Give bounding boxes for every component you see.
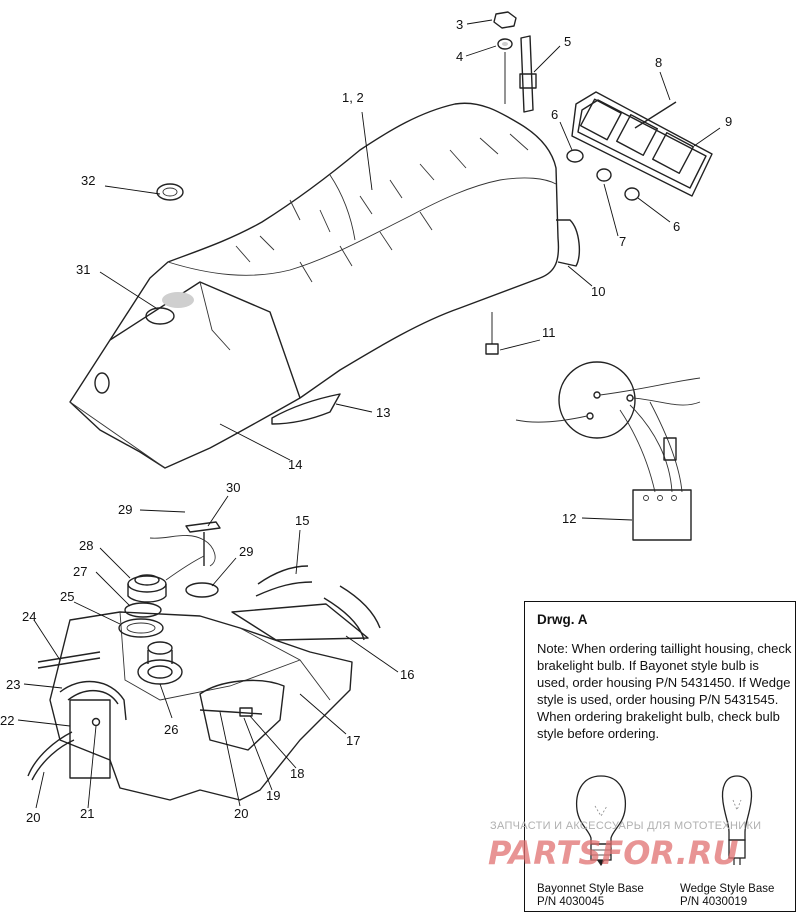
callout-31: 31 bbox=[76, 262, 90, 277]
bayonet-label: Bayonnet Style Base bbox=[537, 883, 644, 895]
callout-14: 14 bbox=[288, 457, 302, 472]
wedge-bulb-icon bbox=[721, 775, 753, 865]
callout-16: 16 bbox=[400, 667, 414, 682]
callout-17: 17 bbox=[346, 733, 360, 748]
callout-20-left: 20 bbox=[26, 810, 40, 825]
callout-32: 32 bbox=[81, 173, 95, 188]
bulb-icon bbox=[596, 168, 612, 182]
seat-assembly bbox=[69, 102, 581, 469]
callout-20-right: 20 bbox=[234, 806, 248, 821]
bulb-icon bbox=[624, 187, 640, 201]
clamp-icon bbox=[185, 582, 219, 598]
callout-6-bottom: 6 bbox=[673, 219, 680, 234]
leader-lines bbox=[17, 19, 721, 809]
callout-28: 28 bbox=[79, 538, 93, 553]
callout-21: 21 bbox=[80, 806, 94, 821]
washer-icon bbox=[497, 38, 513, 50]
relay-icon bbox=[632, 489, 692, 541]
callout-5: 5 bbox=[564, 34, 571, 49]
wiring-harness bbox=[515, 361, 701, 541]
callout-8: 8 bbox=[655, 55, 662, 70]
callout-15: 15 bbox=[295, 513, 309, 528]
gasket-icon bbox=[124, 602, 162, 618]
pickup-plate bbox=[69, 699, 111, 779]
callout-11: 11 bbox=[542, 325, 556, 340]
nut-icon bbox=[493, 11, 517, 29]
callout-29-top: 29 bbox=[118, 502, 132, 517]
callout-23: 23 bbox=[6, 677, 20, 692]
wedge-label: Wedge Style Base bbox=[680, 883, 775, 895]
fuel-cap-icon bbox=[127, 584, 167, 603]
bulb-icon bbox=[566, 149, 584, 163]
fuel-line-icon bbox=[27, 731, 73, 777]
watermark-logo: PARTSFOR.RU bbox=[488, 834, 738, 870]
bayonet-caption: Bayonnet Style Base P/N 4030045 bbox=[537, 883, 644, 909]
callout-13: 13 bbox=[376, 405, 390, 420]
callout-7: 7 bbox=[619, 234, 626, 249]
strap-icon bbox=[257, 565, 309, 585]
callout-1-2: 1, 2 bbox=[342, 90, 364, 105]
callout-26: 26 bbox=[164, 722, 178, 737]
bayonet-bulb-icon bbox=[575, 775, 627, 866]
bayonet-part-number: P/N 4030045 bbox=[537, 896, 605, 908]
fuel-plate bbox=[231, 603, 369, 641]
callout-9: 9 bbox=[725, 114, 732, 129]
taillight-lens bbox=[571, 91, 713, 197]
callout-19: 19 bbox=[266, 788, 280, 803]
callout-25: 25 bbox=[60, 589, 74, 604]
callout-4: 4 bbox=[456, 49, 463, 64]
callout-10: 10 bbox=[591, 284, 605, 299]
callout-22: 22 bbox=[0, 713, 14, 728]
callout-6-top: 6 bbox=[551, 107, 558, 122]
callout-3: 3 bbox=[456, 17, 463, 32]
callout-numbers: 3 4 5 8 9 1, 2 6 6 7 10 11 32 31 13 14 1… bbox=[0, 17, 732, 825]
callout-29-mid: 29 bbox=[239, 544, 253, 559]
fasteners-top bbox=[156, 11, 713, 355]
hose-icon bbox=[37, 651, 101, 663]
wedge-part-number: P/N 4030019 bbox=[680, 896, 748, 908]
seat-hole bbox=[94, 372, 110, 394]
screw-icon bbox=[634, 101, 677, 129]
drawing-a-title: Drwg. A bbox=[537, 612, 588, 627]
callout-18: 18 bbox=[290, 766, 304, 781]
bolt-icon bbox=[485, 343, 499, 355]
drawing-a-panel: Drwg. A Note: When ordering taillight ho… bbox=[524, 601, 796, 912]
svg-text:PARTSFOR.RU: PARTSFOR.RU bbox=[488, 834, 738, 870]
wedge-caption: Wedge Style Base P/N 4030019 bbox=[680, 883, 774, 909]
grommet-icon bbox=[156, 183, 184, 201]
callout-30: 30 bbox=[226, 480, 240, 495]
drawing-a-note: Note: When ordering taillight housing, c… bbox=[537, 641, 792, 741]
callout-12: 12 bbox=[562, 511, 576, 526]
callout-24: 24 bbox=[22, 609, 36, 624]
callout-27: 27 bbox=[73, 564, 87, 579]
watermark-text: ЗАПЧАСТИ И АКСЕССУАРЫ ДЛЯ МОТОТЕХНИКИ bbox=[490, 820, 762, 832]
